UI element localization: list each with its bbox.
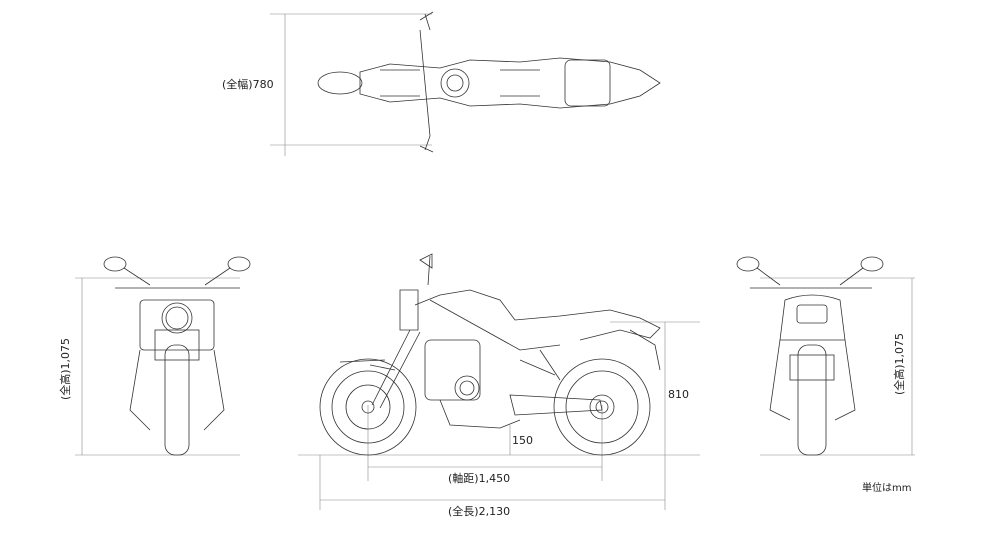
ground-clearance-label: 150: [512, 434, 533, 447]
wheelbase-label: (軸距)1,450: [448, 472, 511, 485]
rear-view: [736, 256, 884, 456]
seat-height-label: 810: [668, 388, 689, 401]
front-view: [103, 256, 251, 456]
overall-length-label: (全長)2,130: [448, 505, 511, 518]
top-view: [317, 11, 661, 153]
overall-height-rear-label: (全高)1,075: [893, 332, 907, 396]
side-view: [319, 253, 661, 456]
overall-height-front-label: (全高)1,075: [59, 337, 73, 401]
dimension-lines: [75, 13, 915, 510]
unit-note: 単位はmm: [862, 483, 912, 494]
overall-width-label: (全幅)780: [222, 78, 274, 91]
